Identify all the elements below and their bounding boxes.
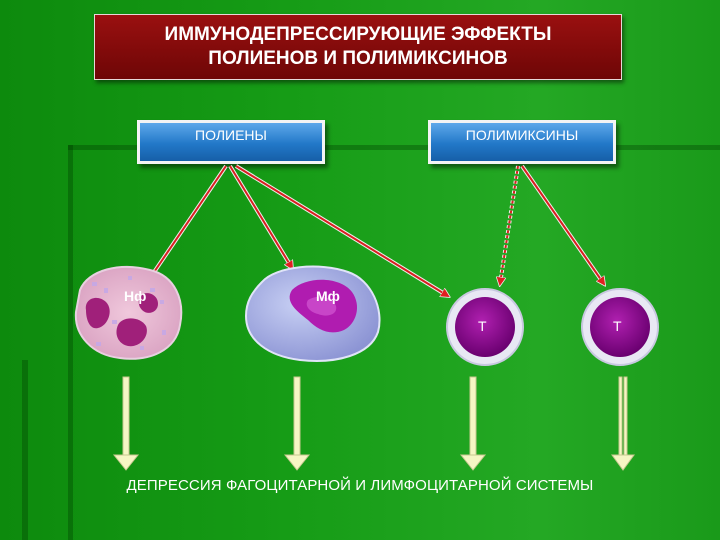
title-box: ИММУНОДЕПРЕССИРУЮЩИЕ ЭФФЕКТЫ ПОЛИЕНОВ И … — [94, 14, 622, 80]
arrow-polymyxins-to-t-cell-1 — [500, 165, 520, 284]
t-cell-1 — [446, 288, 524, 366]
t-cell-1-label: Т — [478, 318, 487, 334]
macrophage-cell — [244, 265, 381, 362]
conclusion-text: ДЕПРЕССИЯ ФАГОЦИТАРНОЙ И ЛИМФОЦИТАРНОЙ С… — [126, 477, 594, 494]
polymyxins-label: ПОЛИМИКСИНЫ — [465, 127, 579, 143]
decor-stripe-top — [68, 145, 720, 150]
polyenes-box: ПОЛИЕНЫ — [137, 120, 325, 164]
arrow-polymyxins-to-t-cell-2 — [520, 164, 604, 284]
arrow-polyenes-to-macrophage — [228, 164, 292, 268]
decor-stripe-left — [22, 360, 28, 540]
t-cell-2 — [581, 288, 659, 366]
neutrophil-cell — [74, 266, 183, 360]
down-arrow-2 — [283, 376, 311, 471]
macrophage-label: Мф — [316, 288, 340, 304]
neutrophil-label: Нф — [124, 288, 147, 304]
down-arrow-4 — [611, 376, 635, 471]
arrow-polyenes-to-neutrophil — [146, 164, 228, 284]
down-arrow-3 — [459, 376, 487, 471]
down-arrow-1 — [112, 376, 140, 471]
title-line-2: ПОЛИЕНОВ И ПОЛИМИКСИНОВ — [208, 48, 508, 69]
t-cell-2-label: Т — [613, 318, 622, 334]
arrow-polyenes-to-t-cell — [234, 164, 448, 296]
title-line-1: ИММУНОДЕПРЕССИРУЮЩИЕ ЭФФЕКТЫ — [164, 24, 552, 45]
decor-stripe-vertical — [68, 145, 73, 540]
polymyxins-box: ПОЛИМИКСИНЫ — [428, 120, 616, 164]
polyenes-label: ПОЛИЕНЫ — [195, 127, 267, 143]
